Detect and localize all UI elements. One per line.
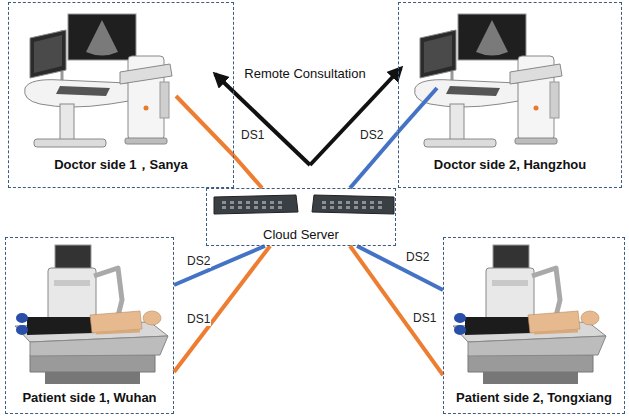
link-label: DS2 [359, 128, 384, 142]
data-link [174, 246, 270, 372]
data-link [234, 156, 262, 188]
cloud-server-box: Cloud Server [206, 188, 396, 246]
annotation-label: Remote Consultation [243, 66, 366, 82]
doctor-site-box: Doctor side 1，Sanya [8, 2, 234, 188]
doctor-site-box: Doctor side 2, Hangzhou [398, 2, 622, 188]
patient-site-box: Patient side 2, Tongxiang [443, 237, 625, 414]
data-link [174, 246, 265, 285]
link-label: DS1 [412, 311, 437, 325]
link-label: DS1 [186, 312, 211, 326]
link-label: DS1 [240, 128, 265, 142]
site-title: Doctor side 2, Hangzhou [434, 158, 586, 173]
site-title: Patient side 2, Tongxiang [456, 391, 612, 406]
patient-site-box: Patient side 1, Wuhan [5, 237, 174, 414]
site-title: Patient side 1, Wuhan [22, 391, 156, 406]
data-link [357, 246, 443, 290]
site-title: Doctor side 1，Sanya [54, 158, 188, 173]
link-label: DS2 [405, 250, 430, 264]
link-label: DS2 [186, 254, 211, 268]
site-title: Cloud Server [263, 228, 339, 243]
data-link [350, 246, 443, 375]
